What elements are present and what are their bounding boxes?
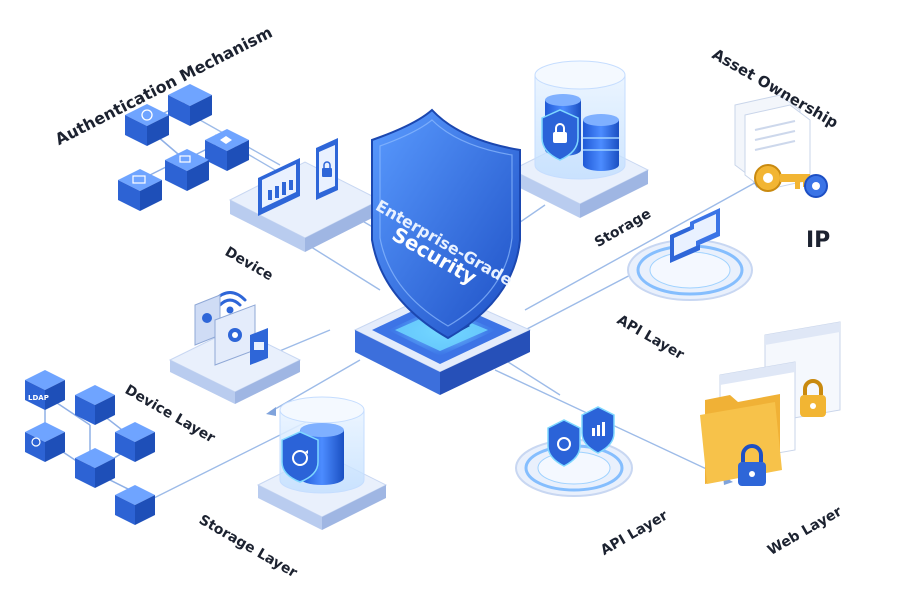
api-documents-icon	[670, 208, 720, 263]
padlock-icon	[738, 379, 826, 486]
asset-ownership-cluster	[734, 94, 828, 198]
auth-cube-1	[125, 104, 169, 146]
phone-lock-icon	[316, 138, 338, 200]
ldap-node-3: LDAP	[25, 422, 65, 470]
label-ip: IP	[806, 228, 831, 253]
auth-cube-5	[118, 169, 162, 211]
api-layer-right-platform	[627, 208, 753, 301]
laptop-chart-icon	[258, 158, 300, 216]
ldap-node-5	[75, 448, 115, 488]
ldap-label-1: LDAP	[28, 394, 49, 402]
ldap-cluster: LDAP LDAP	[25, 370, 155, 525]
ldap-node-4	[115, 422, 155, 462]
auth-mechanism-cluster	[118, 84, 249, 211]
key-icon	[754, 164, 828, 198]
security-shield	[371, 108, 521, 340]
ldap-node-2	[75, 385, 115, 425]
auth-cube-4	[165, 149, 209, 191]
ldap-node-6	[115, 485, 155, 525]
device-layer-platform	[168, 291, 302, 404]
api-layer-bottom-platform	[515, 406, 633, 497]
auth-cube-2	[168, 84, 212, 126]
storage-platform	[510, 60, 650, 218]
sync-database-icon	[281, 423, 344, 485]
shield-lock-icon	[541, 109, 579, 161]
storage-layer-platform	[256, 396, 388, 530]
device-lock-icon	[194, 294, 268, 366]
ldap-label-2: LDAP	[27, 462, 48, 470]
api-shield-icons	[547, 406, 615, 467]
device-platform	[228, 138, 382, 252]
ldap-node-1: LDAP	[25, 370, 65, 410]
auth-cube-3	[205, 129, 249, 171]
web-layer-cluster	[700, 321, 841, 486]
